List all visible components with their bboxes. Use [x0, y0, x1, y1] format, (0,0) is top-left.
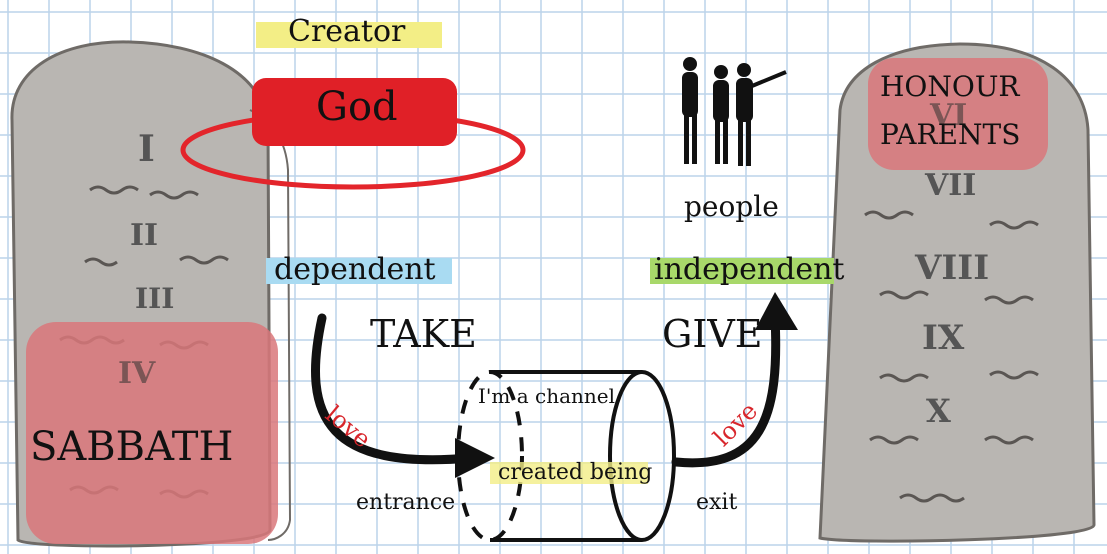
right-tablet [818, 42, 1096, 543]
creator-highlight [256, 22, 442, 48]
exit-label: exit [696, 490, 738, 515]
numeral-nine: IX [922, 318, 965, 358]
take-label: TAKE [370, 312, 477, 356]
numeral-four: IV [118, 356, 156, 391]
independent-highlight [650, 258, 834, 284]
give-arrowhead [755, 292, 798, 330]
independent-label: independent [654, 252, 845, 287]
created-being-highlight [490, 462, 648, 484]
creator-label: Creator [288, 14, 406, 49]
numeral-six: VI [930, 98, 968, 133]
parents-label: PARENTS [880, 118, 1021, 151]
give-label: GIVE [662, 312, 763, 356]
created-being-label: created being [498, 460, 653, 485]
dependent-label: dependent [274, 252, 436, 287]
take-arrowhead [455, 438, 495, 478]
numeral-three: III [135, 282, 175, 315]
people-label: people [684, 190, 779, 223]
numeral-eight: VIII [915, 248, 990, 288]
channel-label: I'm a channel [478, 384, 616, 408]
god-label: God [316, 84, 398, 130]
dependent-highlight [266, 258, 452, 284]
numeral-one: I [138, 128, 155, 170]
honour-label: HONOUR [880, 70, 1020, 103]
take-flow-arrow [311, 313, 475, 465]
give-flow-arrow [671, 313, 781, 468]
sabbath-label: SABBATH [30, 424, 234, 470]
numeral-two: II [130, 218, 159, 253]
entrance-label: entrance [356, 490, 456, 515]
numeral-ten: X [926, 392, 951, 430]
god-box [252, 78, 457, 146]
people-silhouette-icon [682, 57, 787, 166]
tablet-right-scribbles [864, 210, 1039, 503]
numeral-seven: VII [925, 168, 977, 203]
